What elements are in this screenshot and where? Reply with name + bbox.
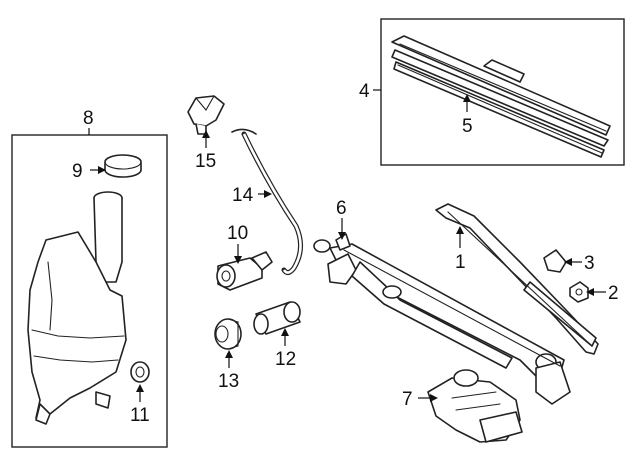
- callout-leaders: [90, 94, 606, 402]
- arm-nut-part[interactable]: [569, 281, 589, 303]
- callout-15: 15: [195, 151, 216, 172]
- washer-nozzle-part[interactable]: [187, 95, 225, 135]
- washer-hose-part[interactable]: [231, 128, 303, 276]
- callout-3: 3: [584, 253, 595, 274]
- wiper-linkage-part[interactable]: [313, 233, 571, 405]
- callout-4: 4: [359, 81, 370, 102]
- callout-7: 7: [402, 389, 413, 410]
- pump-motor-part[interactable]: [253, 301, 301, 335]
- callout-6: 6: [336, 198, 347, 219]
- callout-13: 13: [218, 371, 239, 392]
- pump-grommet-part[interactable]: [214, 318, 242, 350]
- washer-reservoir-part[interactable]: [27, 191, 127, 425]
- arm-cap-part[interactable]: [543, 249, 567, 273]
- wiper-arm-part[interactable]: [435, 203, 599, 355]
- callout-8: 8: [83, 108, 94, 129]
- callout-14: 14: [232, 185, 254, 206]
- callout-11: 11: [130, 405, 150, 426]
- washer-pump-part[interactable]: [216, 251, 273, 291]
- wiper-motor-part[interactable]: [427, 369, 523, 443]
- reservoir-cap-part[interactable]: [104, 154, 142, 178]
- callout-1: 1: [455, 252, 466, 273]
- wiper-blade-part[interactable]: [391, 35, 611, 158]
- callout-12: 12: [275, 349, 296, 370]
- callout-10: 10: [227, 223, 248, 244]
- callout-2: 2: [608, 283, 619, 304]
- callout-5: 5: [462, 116, 473, 137]
- callout-labels: 1 2 3 4 5 6 7 8 9 10 11 12 13 14 15: [72, 81, 619, 426]
- grommet-part[interactable]: [130, 361, 150, 383]
- callout-9: 9: [72, 161, 83, 182]
